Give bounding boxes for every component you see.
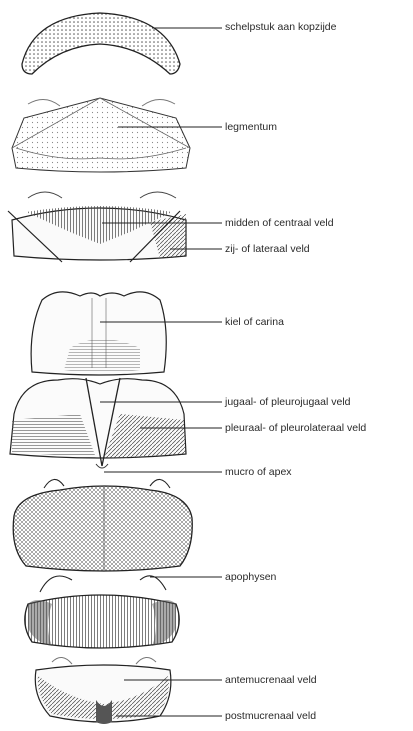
legmentum-valve-illustration (12, 98, 190, 172)
keel-valve-illustration (31, 292, 166, 375)
label-mucro: mucro of apex (225, 466, 292, 478)
mucronal-valve-illustration (35, 657, 171, 724)
jugal-pleural-valve-illustration (10, 378, 186, 468)
label-central-field: midden of centraal veld (225, 217, 334, 229)
label-lateral-field: zij- of lateraal veld (225, 243, 310, 255)
tail-valve-illustration (13, 479, 192, 572)
label-head-valve: schelpstuk aan kopzijde (225, 21, 337, 33)
label-legmentum: legmentum (225, 121, 277, 133)
label-apophyses: apophysen (225, 571, 276, 583)
label-pleural-field: pleuraal- of pleurolateraal veld (225, 422, 366, 434)
label-antemucronal-field: antemucrenaal veld (225, 674, 317, 686)
label-postmucronal-field: postmucrenaal veld (225, 710, 316, 722)
label-keel: kiel of carina (225, 316, 284, 328)
label-jugal-field: jugaal- of pleurojugaal veld (225, 396, 351, 408)
head-valve-illustration (22, 13, 180, 74)
central-lateral-valve-illustration (8, 192, 186, 262)
apophyses-valve-illustration (25, 576, 179, 648)
